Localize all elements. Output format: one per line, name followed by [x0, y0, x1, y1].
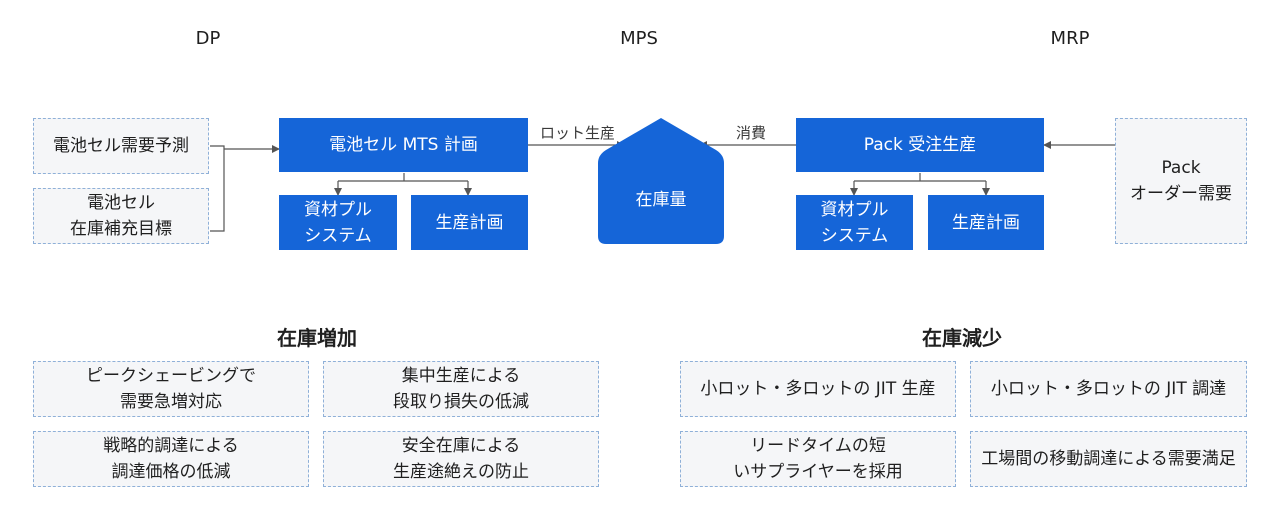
- decrease-item: 工場間の移動調達による需要満足: [970, 431, 1247, 487]
- column-header-mps: MPS: [620, 28, 658, 49]
- edge-label-lot-production: ロット生産: [540, 124, 616, 142]
- decrease-item: 小ロット・多ロットの JIT 生産: [680, 361, 956, 417]
- inventory-label: 在庫量: [635, 190, 687, 210]
- mts-production-plan-box: 生産計画: [411, 195, 528, 250]
- mts-plan-box: 電池セル MTS 計画: [279, 118, 528, 172]
- column-header-mrp: MRP: [1050, 28, 1090, 49]
- edge-label-consumption: 消費: [736, 124, 767, 142]
- increase-item: 戦略的調達による 調達価格の低減: [33, 431, 309, 487]
- increase-item: ピークシェービングで 需要急増対応: [33, 361, 309, 417]
- increase-item: 安全在庫による 生産途絶えの防止: [323, 431, 599, 487]
- inventory-house-shape: [598, 118, 724, 244]
- pack-production-plan-box: 生産計画: [928, 195, 1044, 250]
- column-header-dp: DP: [195, 28, 221, 49]
- pack-order-demand-box: Pack オーダー需要: [1115, 118, 1247, 244]
- demand-forecast-box: 電池セル需要予測: [33, 118, 209, 174]
- increase-item: 集中生産による 段取り損失の低減: [323, 361, 599, 417]
- replenishment-target-box: 電池セル 在庫補充目標: [33, 188, 209, 244]
- section-title-decrease: 在庫減少: [922, 326, 1002, 350]
- mts-material-pull-box: 資材プル システム: [279, 195, 397, 250]
- pack-order-production-box: Pack 受注生産: [796, 118, 1044, 172]
- pack-material-pull-box: 資材プル システム: [796, 195, 913, 250]
- section-title-increase: 在庫増加: [277, 326, 357, 350]
- decrease-item: 小ロット・多ロットの JIT 調達: [970, 361, 1247, 417]
- decrease-item: リードタイムの短 いサプライヤーを採用: [680, 431, 956, 487]
